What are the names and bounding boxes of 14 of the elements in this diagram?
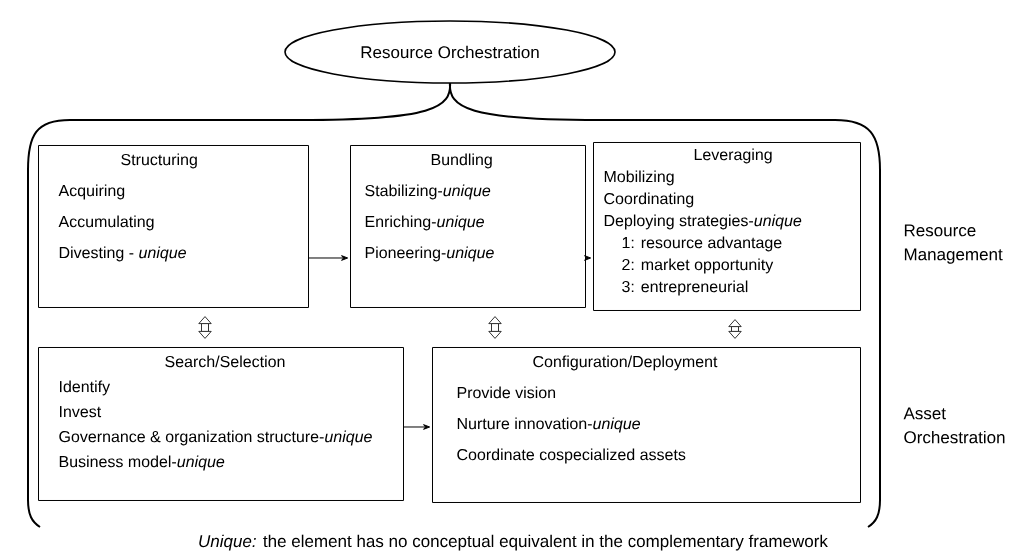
text-box: Leveraging Mobilizing Coordinating Deploying strategies-unique 1: resource advantage 2: market opportunity 3: entrepreneurial bbox=[593, 142, 861, 311]
double-arrow bbox=[728, 319, 742, 339]
text-box: Bundling Stabilizing-unique Enriching-unique Pioneering-unique bbox=[350, 145, 586, 308]
double-arrow bbox=[198, 316, 212, 339]
arrow bbox=[584, 255, 592, 261]
text-box: Configuration/Deployment Provide vision Nurture innovation-unique Coordinate cospecialized assets bbox=[432, 347, 861, 503]
caption: Unique: the element has no conceptual equivalent in the complementary framework bbox=[199, 534, 828, 551]
side-label: Asset Orchestration bbox=[903, 407, 1005, 444]
arrow bbox=[403, 424, 431, 430]
double-arrow bbox=[488, 316, 502, 339]
side-label: Resource Management bbox=[904, 224, 1003, 264]
text-box: Structuring Acquiring Accumulating Divesting - unique bbox=[38, 145, 309, 308]
text-box: Search/Selection Identify Invest Governance & organization structure-unique Business model-unique bbox=[38, 347, 404, 501]
arrow bbox=[308, 255, 349, 261]
